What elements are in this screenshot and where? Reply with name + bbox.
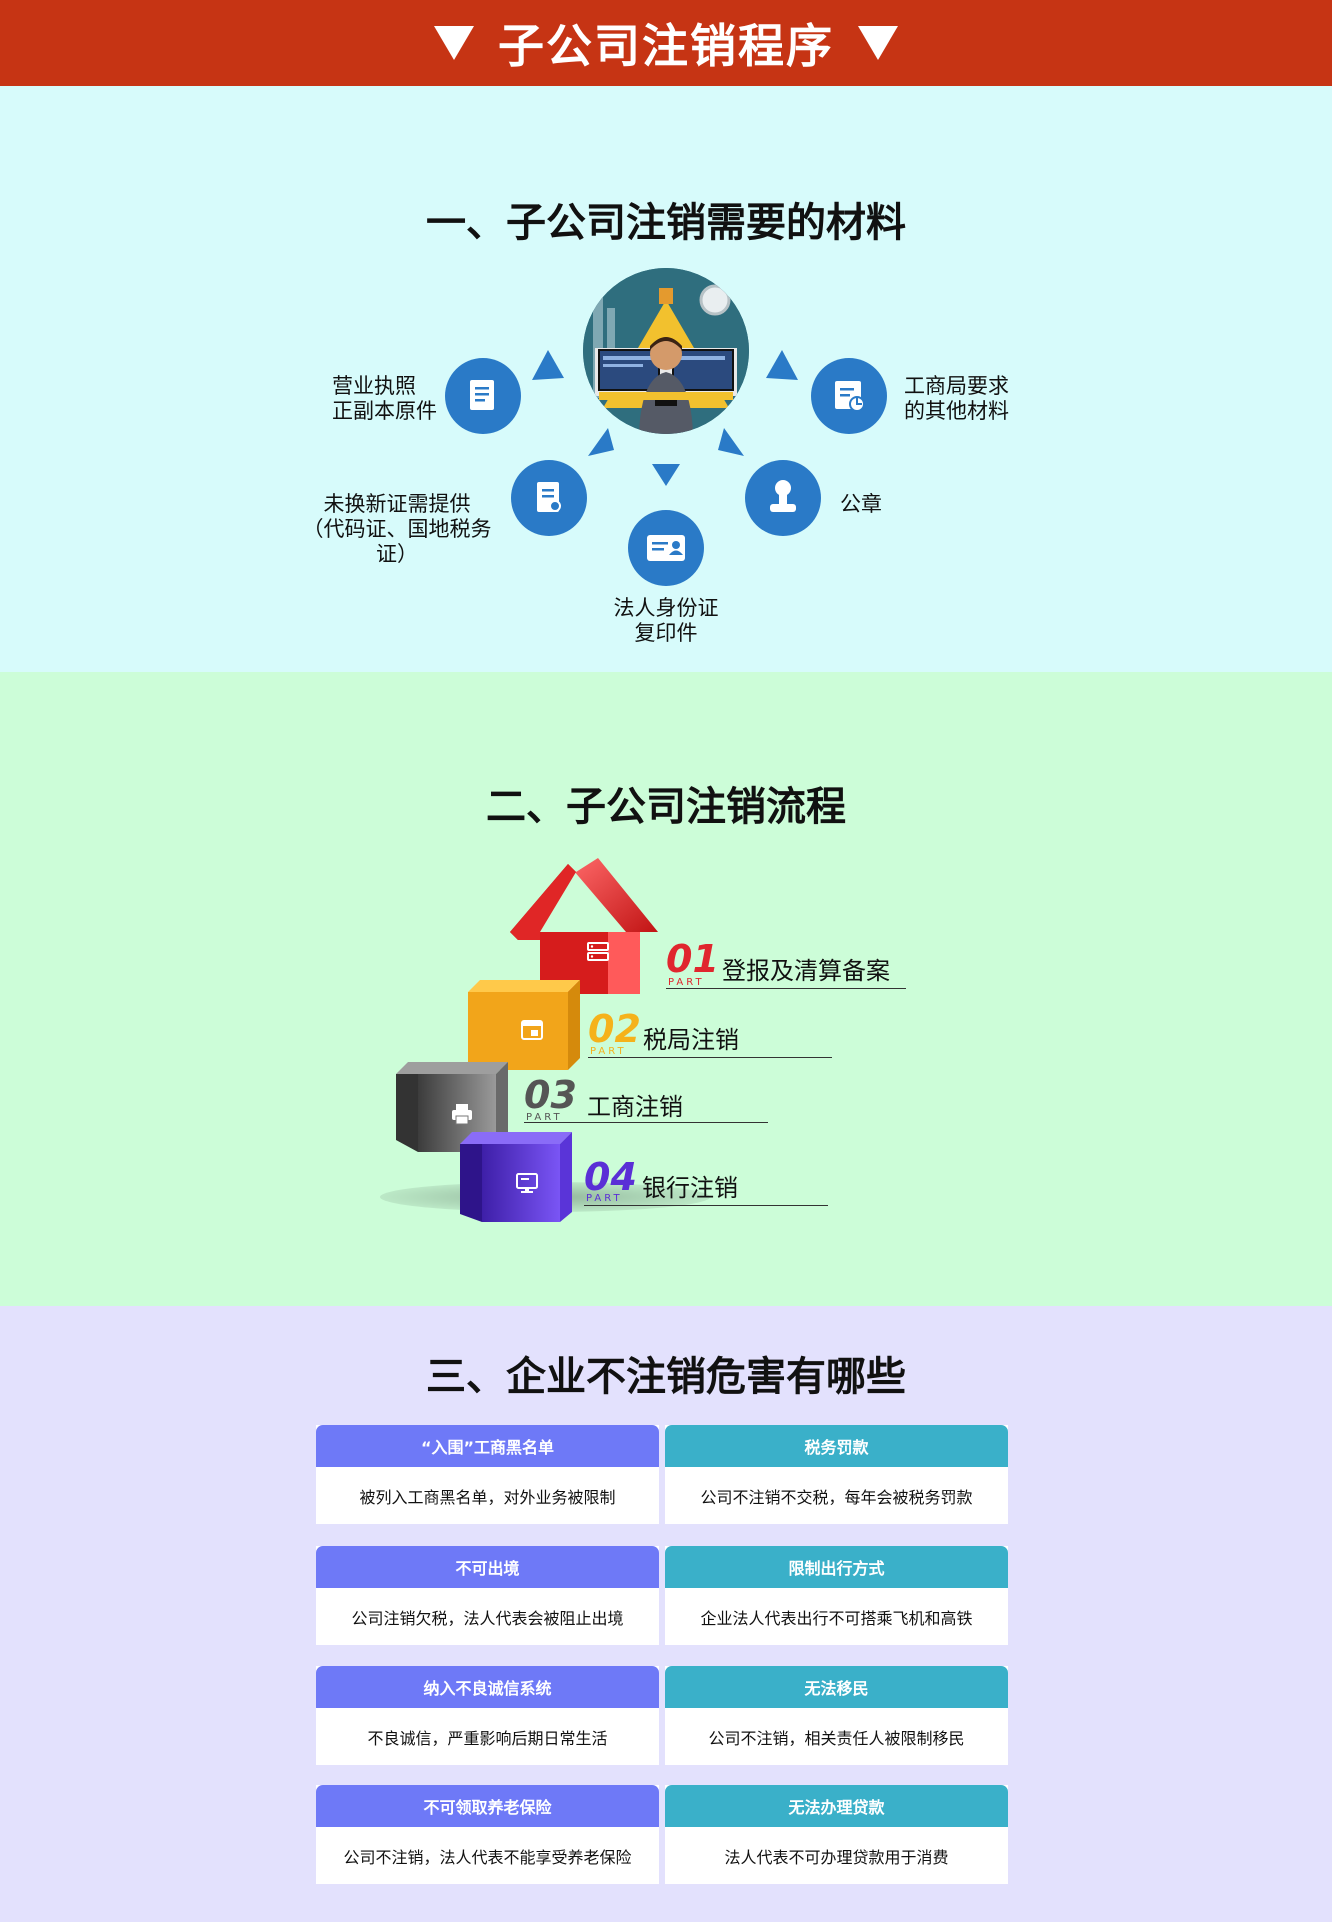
process-section: 二、子公司注销流程 <box>0 672 1332 1306</box>
risk-card: “入围”工商黑名单 被列入工商黑名单，对外业务被限制 <box>316 1425 659 1524</box>
step-04-part: PART <box>586 1193 623 1204</box>
arrow-icon <box>718 428 744 456</box>
risk-card-header: “入围”工商黑名单 <box>316 1425 659 1467</box>
arrow-icon <box>532 350 564 380</box>
report-icon <box>811 358 887 434</box>
process-title: 二、子公司注销流程 <box>486 784 846 830</box>
step-02-part: PART <box>590 1046 627 1057</box>
risk-card-header: 税务罚款 <box>665 1425 1008 1467</box>
step-03-label: 工商注销 <box>587 1093 683 1121</box>
banner-title: 子公司注销程序 <box>498 19 834 73</box>
material-label-old-certificates: 未换新证需提供 （代码证、国地税务证） <box>302 492 492 566</box>
step-02-underline <box>588 1057 832 1058</box>
material-label-legal-id-copy: 法人身份证 复印件 <box>613 596 719 645</box>
risk-card-header: 纳入不良诚信系统 <box>316 1666 659 1708</box>
risk-card-body: 公司不注销，相关责任人被限制移民 <box>708 1728 965 1748</box>
step-02-number: 02 <box>588 1007 641 1051</box>
risk-card-body: 被列入工商黑名单，对外业务被限制 <box>359 1487 616 1507</box>
step-01-part: PART <box>668 977 705 988</box>
risk-card: 无法移民 公司不注销，相关责任人被限制移民 <box>665 1666 1008 1765</box>
stamp-icon <box>745 460 821 536</box>
document-icon <box>445 358 521 434</box>
risk-card-header: 不可领取养老保险 <box>316 1785 659 1827</box>
server-icon <box>586 940 610 968</box>
triangle-down-icon <box>858 26 898 60</box>
risks-section: 三、企业不注销危害有哪些 “入围”工商黑名单 被列入工商黑名单，对外业务被限制 … <box>0 1306 1332 1922</box>
certificate-icon <box>511 460 587 536</box>
arrow-icon <box>652 464 680 486</box>
step-03-number: 03 <box>524 1073 577 1117</box>
material-label-company-seal: 公章 <box>840 492 882 516</box>
risk-card-header: 不可出境 <box>316 1546 659 1588</box>
risk-card-header: 无法办理贷款 <box>665 1785 1008 1827</box>
step-03-underline <box>524 1122 768 1123</box>
risk-card: 无法办理贷款 法人代表不可办理贷款用于消费 <box>665 1785 1008 1884</box>
window-icon <box>521 1020 543 1044</box>
material-label-other-materials: 工商局要求 的其他材料 <box>904 374 1009 423</box>
arrow-icon <box>766 350 798 380</box>
risk-card-header: 无法移民 <box>665 1666 1008 1708</box>
material-label-business-license: 营业执照 正副本原件 <box>332 374 437 423</box>
monitor-icon <box>515 1172 539 1198</box>
step-04-block <box>460 1132 572 1222</box>
risk-card: 纳入不良诚信系统 不良诚信，严重影响后期日常生活 <box>316 1666 659 1765</box>
risk-card: 不可出境 公司注销欠税，法人代表会被阻止出境 <box>316 1546 659 1645</box>
id-card-icon <box>628 510 704 586</box>
risk-card: 限制出行方式 企业法人代表出行不可搭乘飞机和高铁 <box>665 1546 1008 1645</box>
office-worker-illustration <box>583 268 749 434</box>
step-03-part: PART <box>526 1112 563 1123</box>
risk-card-body: 企业法人代表出行不可搭乘飞机和高铁 <box>700 1608 973 1628</box>
step-01-underline <box>666 988 906 989</box>
materials-title: 一、子公司注销需要的材料 <box>426 200 906 246</box>
step-04-label: 银行注销 <box>642 1174 738 1202</box>
step-04-underline <box>584 1205 828 1206</box>
step-02-label: 税局注销 <box>643 1026 739 1054</box>
materials-section: 一、子公司注销需要的材料 营业执照 <box>0 86 1332 672</box>
risk-card-header: 限制出行方式 <box>665 1546 1008 1588</box>
step-01-label: 登报及清算备案 <box>722 957 890 985</box>
risk-card-body: 公司注销欠税，法人代表会被阻止出境 <box>351 1608 624 1628</box>
step-01-block <box>510 858 658 994</box>
risk-card-body: 公司不注销，法人代表不能享受养老保险 <box>343 1847 632 1867</box>
risk-card-body: 法人代表不可办理贷款用于消费 <box>724 1847 949 1867</box>
printer-icon <box>450 1102 474 1130</box>
page-banner: 子公司注销程序 <box>0 0 1332 86</box>
risk-card-body: 公司不注销不交税，每年会被税务罚款 <box>700 1487 973 1507</box>
step-02-block <box>468 980 580 1070</box>
risks-title: 三、企业不注销危害有哪些 <box>426 1354 906 1400</box>
risk-card: 税务罚款 公司不注销不交税，每年会被税务罚款 <box>665 1425 1008 1524</box>
arrow-icon <box>588 428 614 456</box>
step-01-number: 01 <box>666 937 719 981</box>
triangle-down-icon <box>434 26 474 60</box>
risk-card: 不可领取养老保险 公司不注销，法人代表不能享受养老保险 <box>316 1785 659 1884</box>
step-04-number: 04 <box>584 1155 637 1199</box>
risk-card-body: 不良诚信，严重影响后期日常生活 <box>367 1728 608 1748</box>
